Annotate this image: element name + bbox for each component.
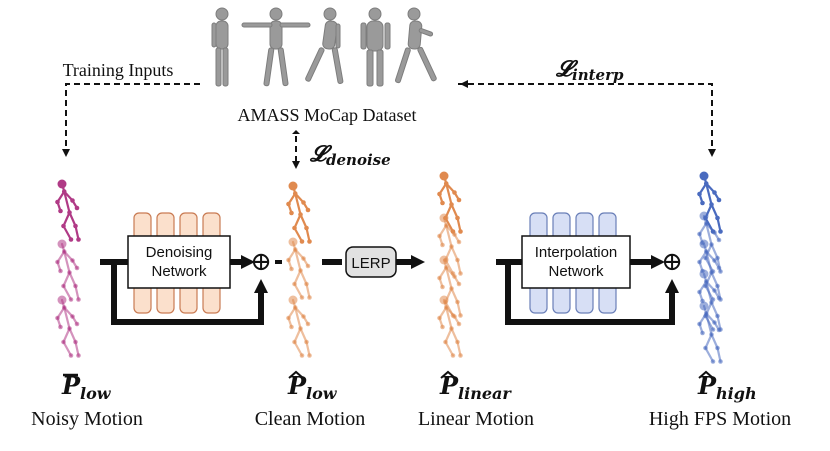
interp-arrow-head-left (460, 80, 468, 88)
denoise-arrow-head-up (292, 130, 300, 134)
skeleton-sequence (437, 171, 463, 358)
denoising-label-line1: Denoising (146, 244, 213, 261)
lerp-label: LERP (351, 255, 390, 272)
skeleton-sequences (55, 171, 723, 364)
figure-4 (360, 7, 391, 87)
stage-labels: Plow Noisy Motion Plow Clean Motion Plin… (31, 370, 791, 430)
interp-plus-icon: ⊕ (661, 247, 683, 276)
noisy-math: Plow (61, 371, 112, 403)
training-inputs-label: Training Inputs (63, 60, 174, 80)
denoise-plus-icon: ⊕ (250, 247, 272, 276)
interpolation-label-line2: Network (548, 263, 604, 280)
denoise-skip-line (111, 262, 268, 325)
high-caption: High FPS Motion (649, 408, 791, 430)
interp-loss-arrow (458, 83, 716, 157)
denoising-label-line2: Network (151, 263, 207, 280)
figure-5 (394, 7, 437, 84)
clean-math: Plow (287, 371, 338, 403)
stage-noisy: Plow Noisy Motion (31, 371, 143, 430)
clean-caption: Clean Motion (255, 408, 366, 430)
figure-3 (305, 7, 344, 84)
noisy-caption: Noisy Motion (31, 408, 143, 430)
figure-1 (211, 7, 229, 87)
hat-accent (698, 370, 714, 379)
loss-denoise: 𝓛denoise (309, 141, 391, 169)
linear-caption: Linear Motion (418, 408, 534, 430)
lerp-block: LERP (322, 246, 425, 278)
interpolation-label-line1: Interpolation (535, 244, 618, 261)
linear-math: Plinear (439, 371, 512, 403)
interpolation-block: Interpolation Network ⊕ (496, 212, 683, 325)
skeleton-sequence (286, 181, 312, 358)
denoising-block: Denoising Network ⊕ (100, 212, 282, 325)
amass-figures (211, 7, 437, 87)
high-math: Phigh (697, 371, 757, 403)
stage-high: Phigh High FPS Motion (649, 370, 791, 430)
interpolation-network-box (521, 235, 631, 289)
dashed-arrows (62, 83, 716, 169)
skeleton-sequence (55, 179, 81, 358)
loss-interp: 𝓛interp (555, 56, 624, 84)
hat-accent (440, 370, 456, 379)
hat-accent (288, 370, 304, 379)
training-inputs-arrow (62, 83, 200, 157)
skeleton-sequence (697, 171, 723, 364)
stage-linear: Plinear Linear Motion (418, 370, 534, 430)
figure-2 (241, 7, 311, 87)
dataset-label: AMASS MoCap Dataset (238, 105, 417, 125)
stage-clean: Plow Clean Motion (255, 370, 366, 430)
interp-skip-line (505, 262, 679, 325)
